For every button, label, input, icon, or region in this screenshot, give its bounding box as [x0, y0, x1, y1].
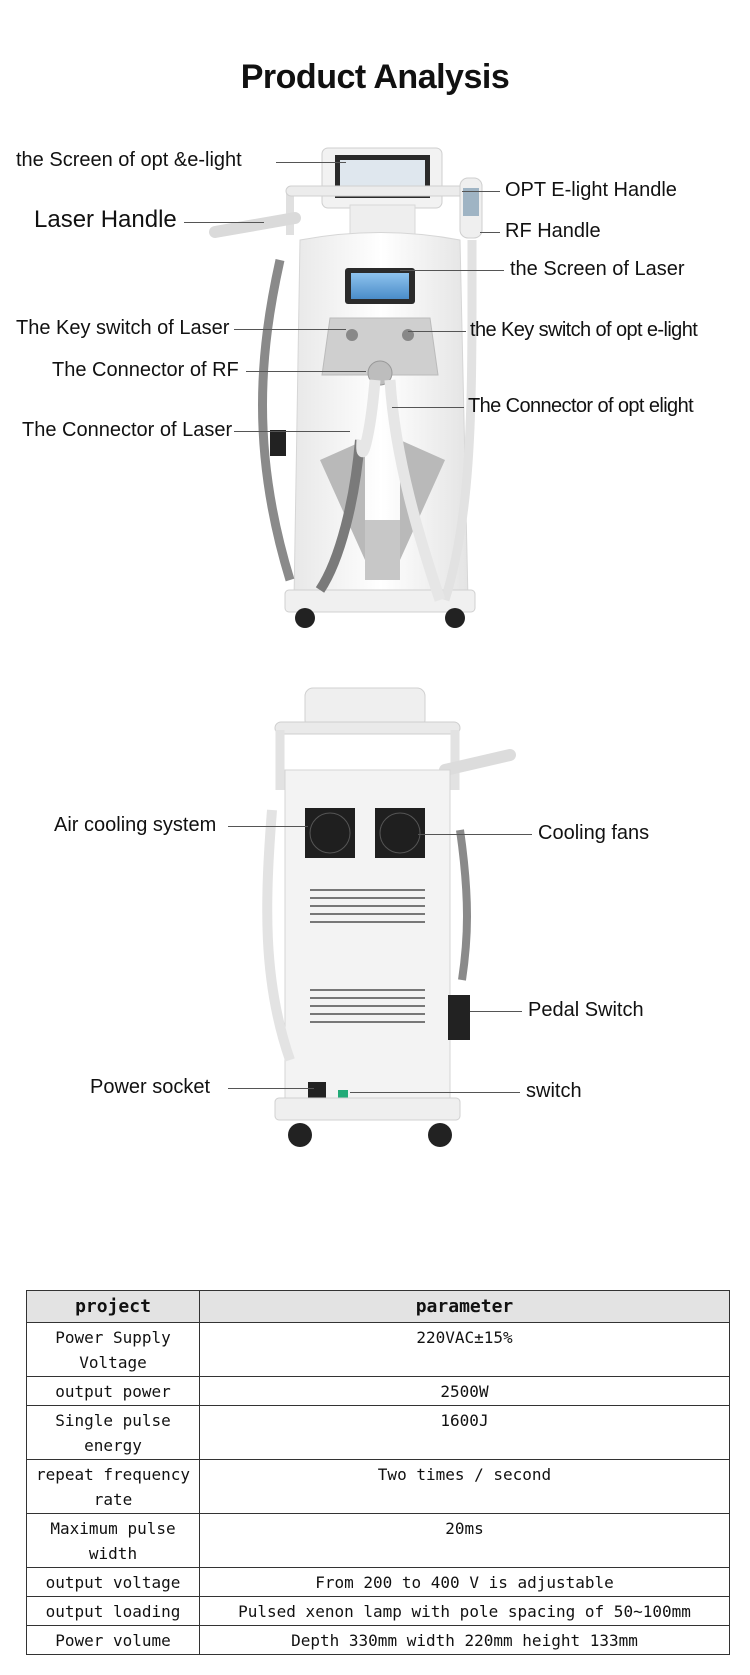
label-power-socket: Power socket — [90, 1076, 211, 1098]
leader-line — [184, 222, 264, 223]
table-cell-project: output voltage — [26, 1567, 200, 1597]
table-cell-project: output power — [26, 1376, 200, 1406]
table-row: Power Supply Voltage 220VAC±15% — [26, 1322, 730, 1377]
table-cell-project: Single pulse energy — [26, 1405, 200, 1460]
column-header-parameter: parameter — [199, 1290, 730, 1323]
table-cell-project: Power volume — [26, 1625, 200, 1655]
label-key-switch-laser: The Key switch of Laser — [16, 317, 230, 339]
label-screen-laser: the Screen of Laser — [510, 258, 685, 280]
leader-line — [276, 162, 346, 163]
table-cell-project: Maximum pulse width — [26, 1513, 200, 1568]
table-row: Single pulse energy 1600J — [26, 1405, 730, 1460]
table-row: Maximum pulse width 20ms — [26, 1513, 730, 1568]
table-row: output loading Pulsed xenon lamp with po… — [26, 1596, 730, 1626]
label-opt-elight-handle: OPT E-light Handle — [505, 179, 677, 201]
table-row: output power 2500W — [26, 1376, 730, 1406]
leader-line — [228, 1088, 314, 1089]
leader-line — [392, 407, 464, 408]
leader-line — [470, 1011, 522, 1012]
table-header-row: project parameter — [26, 1290, 730, 1323]
label-connector-rf: The Connector of RF — [52, 359, 239, 381]
leader-line — [418, 834, 532, 835]
page-title: Product Analysis — [240, 58, 510, 96]
table-cell-project: output loading — [26, 1596, 200, 1626]
leader-line — [408, 331, 466, 332]
label-air-cooling-system: Air cooling system — [54, 814, 217, 836]
table-cell-parameter: 20ms — [199, 1513, 730, 1568]
leader-line — [234, 431, 350, 432]
table-cell-parameter: Depth 330mm width 220mm height 133mm — [199, 1625, 730, 1655]
front-view-illustration — [209, 147, 483, 628]
table-cell-parameter: 220VAC±15% — [199, 1322, 730, 1377]
table-cell-parameter: Pulsed xenon lamp with pole spacing of 5… — [199, 1596, 730, 1626]
leader-line — [228, 826, 308, 827]
label-cooling-fans: Cooling fans — [538, 822, 650, 844]
table-cell-parameter: 2500W — [199, 1376, 730, 1406]
table-row: repeat frequency rate Two times / second — [26, 1459, 730, 1514]
table-cell-project: Power Supply Voltage — [26, 1322, 200, 1377]
leader-line — [462, 191, 500, 192]
label-screen-opt-elight: the Screen of opt &e-light — [16, 149, 242, 171]
spec-table: project parameter Power Supply Voltage 2… — [26, 1290, 730, 1655]
table-cell-parameter: From 200 to 400 V is adjustable — [199, 1567, 730, 1597]
leader-line — [234, 329, 346, 330]
leader-line — [350, 1092, 520, 1093]
table-row: output voltage From 200 to 400 V is adju… — [26, 1567, 730, 1597]
label-laser-handle: Laser Handle — [34, 206, 177, 233]
table-row: Power volume Depth 330mm width 220mm hei… — [26, 1625, 730, 1655]
column-header-project: project — [26, 1290, 200, 1323]
leader-line — [480, 232, 500, 233]
table-cell-project: repeat frequency rate — [26, 1459, 200, 1514]
table-cell-parameter: Two times / second — [199, 1459, 730, 1514]
label-rf-handle: RF Handle — [505, 220, 601, 242]
leader-line — [400, 270, 504, 271]
label-connector-opt-elight: The Connector of opt elight — [468, 395, 694, 417]
label-connector-laser: The Connector of Laser — [22, 419, 233, 441]
label-pedal-switch: Pedal Switch — [528, 999, 644, 1021]
table-cell-parameter: 1600J — [199, 1405, 730, 1460]
leader-line — [246, 371, 366, 372]
label-switch: switch — [526, 1080, 582, 1102]
label-key-switch-opt-elight: the Key switch of opt e-light — [470, 319, 698, 341]
back-view-illustration — [262, 687, 516, 1147]
